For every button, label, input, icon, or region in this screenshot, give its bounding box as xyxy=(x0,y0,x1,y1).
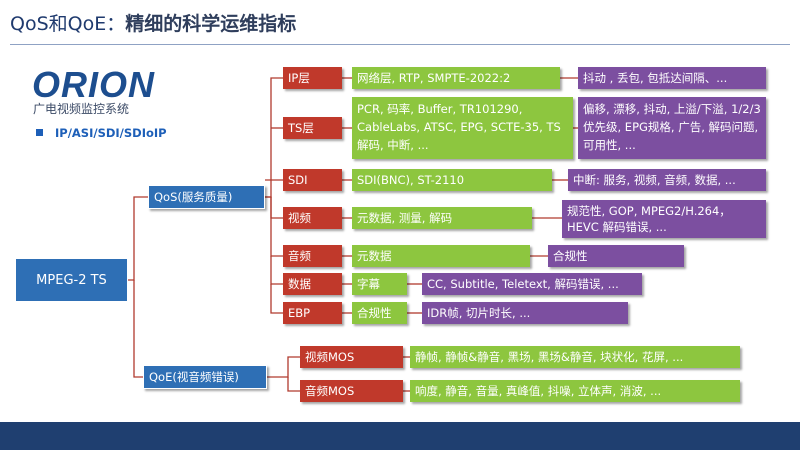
detail-audio: 元数据 xyxy=(352,245,530,267)
qoe-node: QoE(视音频错误) xyxy=(143,365,267,389)
detail-ip: 网络层, RTP, SMPTE-2022:2 xyxy=(352,67,560,89)
link-root-qos xyxy=(128,196,148,281)
issues-ts: 偏移, 漂移, 抖动, 上溢/下溢, 1/2/3优先级, EPG规格, 广告, … xyxy=(578,97,766,159)
issues-text: 中断: 服务, 视频, 音频, 数据, ... xyxy=(573,172,736,187)
link-qos-data xyxy=(270,256,283,285)
link-qos-audio xyxy=(270,197,283,257)
footer-bar xyxy=(0,422,800,450)
bullet-square-icon xyxy=(36,129,43,136)
issues-text: 偏移, 漂移, 抖动, 上溢/下溢, 1/2/3优先级, EPG规格, 广告, … xyxy=(583,102,761,152)
detail-video: 元数据, 测量, 解码 xyxy=(352,207,532,229)
issues-text: IDR帧, 切片时长, ... xyxy=(427,305,531,320)
category-data: 数据 xyxy=(283,273,342,295)
issues-audio: 合规性 xyxy=(548,245,684,267)
detail-text: 网络层, RTP, SMPTE-2022:2 xyxy=(357,70,511,85)
detail-text: 元数据 xyxy=(357,248,392,263)
orion-logo: ORION xyxy=(32,64,156,105)
issues-data: CC, Subtitle, Teletext, 解码错误, ... xyxy=(422,273,642,295)
category-label: 音频 xyxy=(288,248,311,263)
link-root-qoe xyxy=(133,280,143,378)
detail-text: PCR, 码率, Buffer, TR101290, CableLabs, AT… xyxy=(357,102,561,152)
category-sdi: SDI xyxy=(283,169,342,191)
link-qos-video xyxy=(265,196,283,219)
issues-sdi: 中断: 服务, 视频, 音频, 数据, ... xyxy=(568,169,766,191)
detail-text: 字幕 xyxy=(357,276,380,291)
qoe-label: QoE(视音频错误) xyxy=(149,369,239,384)
category-audio-mos: 音频MOS xyxy=(300,380,403,402)
category-label: EBP xyxy=(288,305,311,320)
category-label: 数据 xyxy=(288,276,311,291)
detail-ts: PCR, 码率, Buffer, TR101290, CableLabs, AT… xyxy=(352,97,573,159)
link-qos-ip xyxy=(265,77,283,198)
root-node: MPEG-2 TS xyxy=(15,258,128,302)
issues-text: 静帧, 静帧&静音, 黑场, 黑场&静音, 块状化, 花屏, ... xyxy=(415,349,684,364)
category-audio: 音频 xyxy=(283,245,342,267)
detail-sdi: SDI(BNC), ST-2110 xyxy=(352,169,552,191)
root-label: MPEG-2 TS xyxy=(36,272,107,288)
issues-ip: 抖动 , 丢包, 包抵达间隔、... xyxy=(578,67,766,89)
page-title: QoS和QoE：精细的科学运维指标 xyxy=(10,6,296,42)
issues-audio-mos: 响度, 静音, 音量, 真峰值, 抖噪, 立体声, 消波, ... xyxy=(410,380,740,402)
brand-subtitle: 广电视频监控系统 xyxy=(33,102,130,116)
feature-text: IP/ASI/SDI/SDIoIP xyxy=(55,126,167,140)
category-label: 视频 xyxy=(288,210,311,225)
issues-text: 响度, 静音, 音量, 真峰值, 抖噪, 立体声, 消波, ... xyxy=(415,383,662,398)
detail-text: SDI(BNC), ST-2110 xyxy=(357,172,465,187)
issues-text: 规范性, GOP, MPEG2/H.264， HEVC 解码错误, ... xyxy=(567,204,731,234)
category-ip: IP层 xyxy=(283,67,342,89)
qos-label: QoS(服务质量) xyxy=(154,189,233,204)
detail-text: 元数据, 测量, 解码 xyxy=(357,210,453,225)
category-label: 音频MOS xyxy=(305,383,355,398)
link-qos-ebp xyxy=(270,284,283,314)
category-label: SDI xyxy=(288,172,308,187)
issues-text: 合规性 xyxy=(553,248,588,263)
issues-video: 规范性, GOP, MPEG2/H.264， HEVC 解码错误, ... xyxy=(562,200,766,238)
category-label: TS层 xyxy=(288,120,314,135)
category-video-mos: 视频MOS xyxy=(300,346,403,368)
issues-ebp: IDR帧, 切片时长, ... xyxy=(422,302,628,324)
issues-text: 抖动 , 丢包, 包抵达间隔、... xyxy=(583,70,728,85)
issues-video-mos: 静帧, 静帧&静音, 黑场, 黑场&静音, 块状化, 花屏, ... xyxy=(410,346,740,368)
category-ebp: EBP xyxy=(283,302,342,324)
qos-node: QoS(服务质量) xyxy=(148,185,265,209)
category-video: 视频 xyxy=(283,207,342,229)
issues-text: CC, Subtitle, Teletext, 解码错误, ... xyxy=(427,276,619,291)
title-emphasis: 精细的科学运维指标 xyxy=(125,13,297,35)
link-qoe-amos xyxy=(287,377,300,392)
detail-data: 字幕 xyxy=(352,273,407,295)
link-qoe-vmos xyxy=(267,356,300,378)
title-divider xyxy=(10,44,790,45)
category-ts: TS层 xyxy=(283,117,342,139)
category-label: IP层 xyxy=(288,70,310,85)
feature-line: IP/ASI/SDI/SDIoIP xyxy=(36,126,167,140)
detail-text: 合规性 xyxy=(357,305,392,320)
category-label: 视频MOS xyxy=(305,349,355,364)
detail-ebp: 合规性 xyxy=(352,302,407,324)
title-prefix: QoS和QoE： xyxy=(10,13,126,35)
